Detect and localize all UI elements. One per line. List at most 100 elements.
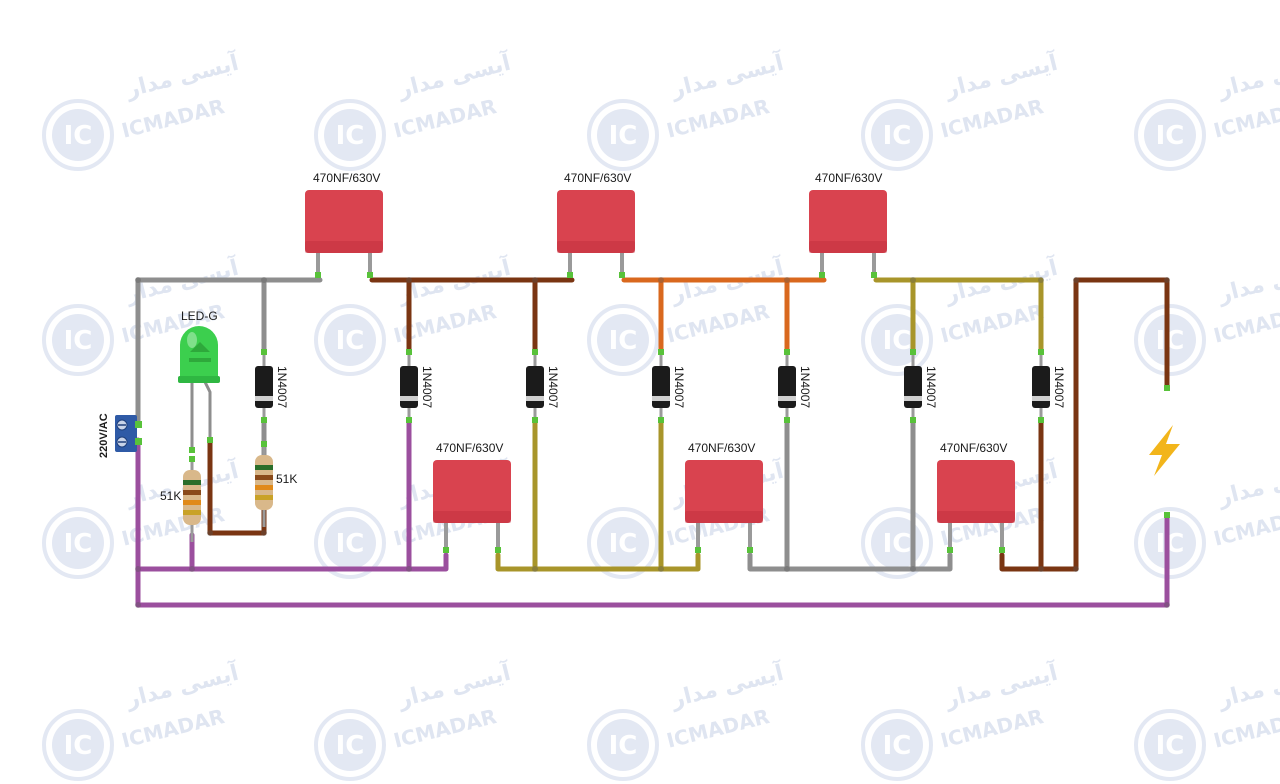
capacitor-label-5: 470NF/630V: [688, 441, 755, 455]
led-body: [180, 326, 218, 380]
resistor-band: [183, 480, 201, 485]
diode-4: [778, 349, 796, 423]
capacitor-6: [937, 460, 1015, 553]
pin: [999, 547, 1005, 553]
watermark-ring: [42, 507, 114, 579]
pin: [819, 272, 825, 278]
resistor-body: [183, 470, 201, 525]
watermark-persian: آیسی مدار: [1214, 658, 1280, 713]
watermark-logo-text: IC: [1156, 121, 1185, 151]
watermark-persian: آیسی مدار: [394, 658, 513, 713]
watermark-logo-text: IC: [336, 731, 365, 761]
watermark-disc: [597, 109, 649, 161]
diode-label-5: 1N4007: [924, 366, 938, 408]
output-pin: [1164, 385, 1170, 391]
watermark-disc: [52, 719, 104, 771]
pin: [784, 349, 790, 355]
diode-label-0: 1N4007: [275, 366, 289, 408]
led: [178, 326, 220, 453]
wire-joint: [1073, 277, 1079, 283]
diode-5: [904, 349, 922, 423]
diode-label-1: 1N4007: [420, 366, 434, 408]
wire-joint: [1038, 566, 1044, 572]
diode-0: [255, 349, 273, 423]
led-rim: [178, 376, 220, 383]
pin: [135, 421, 142, 428]
diode-3: [652, 349, 670, 423]
capacitor-body: [809, 190, 887, 253]
watermark-ring: [314, 304, 386, 376]
resistor-band: [183, 490, 201, 495]
pin: [261, 441, 267, 447]
capacitor-body: [937, 460, 1015, 523]
diode-label-4: 1N4007: [798, 366, 812, 408]
lightning-icon-shape: [1149, 425, 1180, 476]
diode-label-3: 1N4007: [672, 366, 686, 408]
diode-body: [652, 366, 670, 408]
watermark-logo-text: IC: [609, 121, 638, 151]
wire-joint: [135, 566, 141, 572]
wire-joint: [406, 277, 412, 283]
watermark-logo-text: IC: [1156, 529, 1185, 559]
pin: [315, 272, 321, 278]
watermark-persian: آیسی مدار: [394, 48, 513, 103]
watermark-ring: [314, 709, 386, 781]
wire-gray-bottom: [747, 552, 953, 572]
wire-purple-left: [135, 437, 1170, 608]
wire-olive-top: [873, 277, 1044, 355]
diode-band: [778, 396, 796, 401]
watermark-disc: [324, 314, 376, 366]
watermark-ring: [587, 304, 659, 376]
pin: [747, 547, 753, 553]
diode-band: [255, 396, 273, 401]
watermark-ring: [42, 709, 114, 781]
terminal-body: [115, 415, 137, 452]
wire-joint: [135, 602, 141, 608]
pin: [871, 272, 877, 278]
watermark-disc: [871, 517, 923, 569]
watermark-ring: [1134, 507, 1206, 579]
capacitor-shade: [305, 241, 383, 253]
pin: [443, 547, 449, 553]
watermark-disc: [324, 517, 376, 569]
capacitor-label-3: 470NF/630V: [815, 171, 882, 185]
wire-joint: [1038, 277, 1044, 283]
watermark-ring: [587, 709, 659, 781]
watermark-disc: [597, 517, 649, 569]
watermark-ring: [1134, 99, 1206, 171]
pin: [261, 349, 267, 355]
watermark-logo-text: IC: [609, 529, 638, 559]
watermark-logo-text: IC: [609, 326, 638, 356]
diode-body: [400, 366, 418, 408]
pin: [784, 417, 790, 423]
wire-joint: [207, 530, 213, 536]
pin: [135, 438, 142, 445]
wire-joint: [1073, 566, 1079, 572]
resistor-band: [255, 495, 273, 500]
wire-joint: [532, 277, 538, 283]
diode-band: [904, 396, 922, 401]
capacitor-body: [305, 190, 383, 253]
watermark-logo-text: IC: [336, 121, 365, 151]
capacitor-label-4: 470NF/630V: [436, 441, 503, 455]
watermark-ring: [1134, 304, 1206, 376]
pin: [532, 417, 538, 423]
watermark-persian: آیسی مدار: [1214, 48, 1280, 103]
watermark-disc: [324, 719, 376, 771]
pin: [189, 456, 195, 462]
pin: [406, 417, 412, 423]
resistor-body: [255, 455, 273, 510]
wire-purple-mid: [135, 552, 449, 572]
capacitor-body: [433, 460, 511, 523]
pin: [207, 437, 213, 443]
pin: [367, 272, 373, 278]
wire-joint: [135, 277, 141, 283]
diode-body: [526, 366, 544, 408]
watermark-logo-text: IC: [883, 326, 912, 356]
